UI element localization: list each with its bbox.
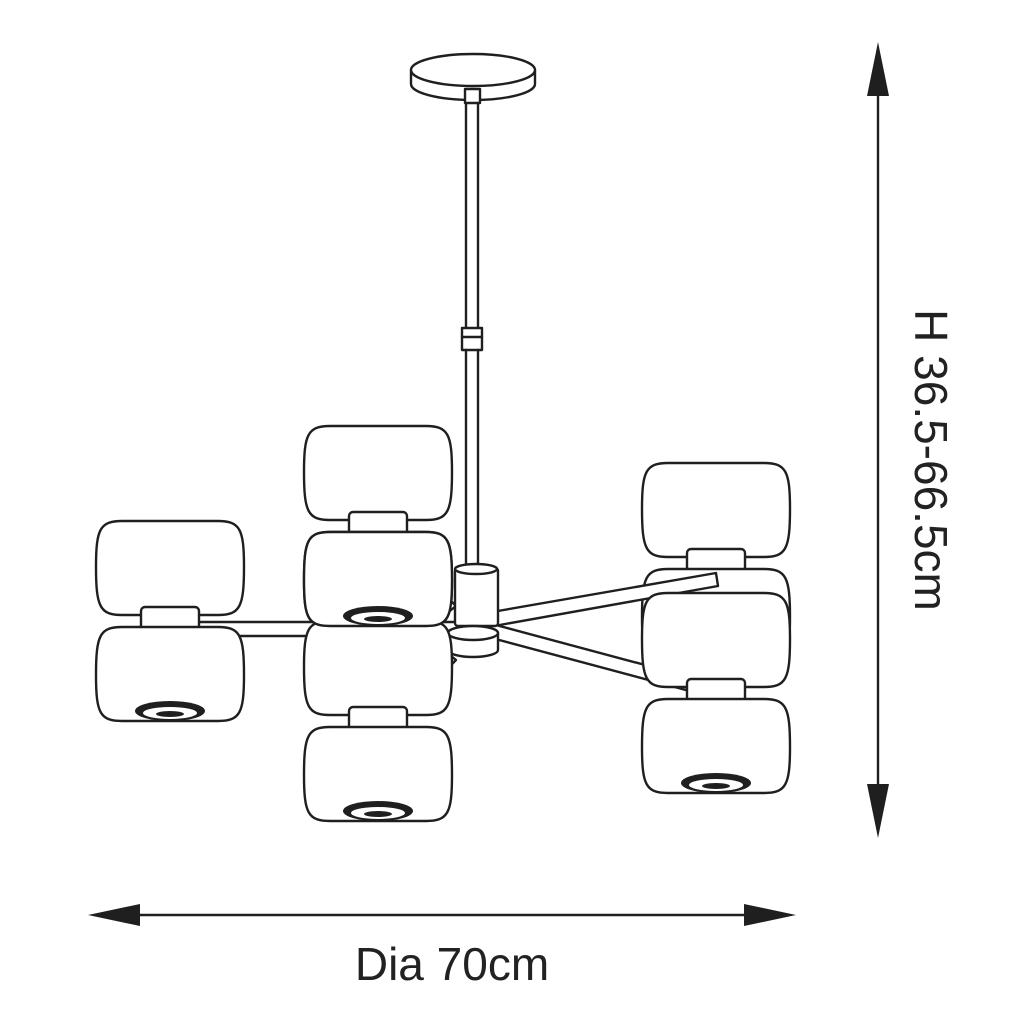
diameter-dimension-arrow (88, 904, 796, 926)
height-dimension-arrow (867, 42, 889, 838)
lamp-front-center (302, 619, 454, 823)
height-label: H 36.5-66.5cm (905, 309, 957, 611)
central-hub (446, 562, 500, 659)
lamp-upper-center-front-shade (302, 530, 454, 628)
ceiling-canopy (409, 52, 537, 105)
diameter-label: Dia 70cm (355, 938, 549, 990)
suspension-rod (460, 101, 484, 574)
lamp-front-right (640, 591, 792, 795)
